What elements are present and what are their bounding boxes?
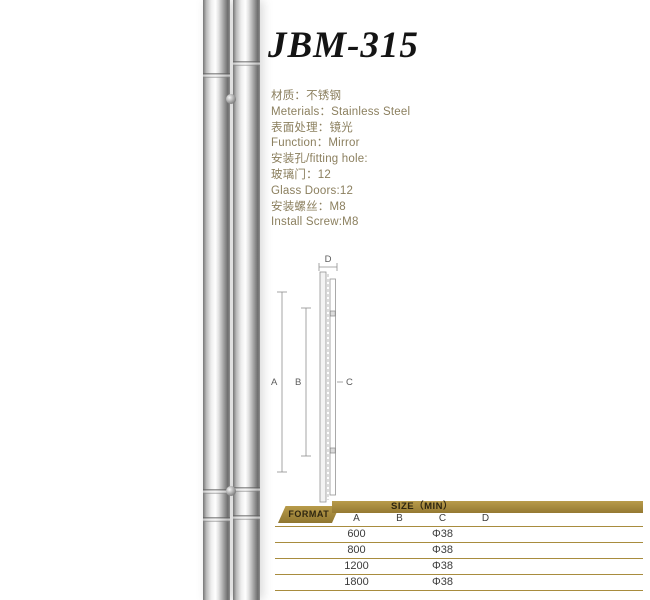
dimension-diagram: D A B C [262,252,372,512]
column-header-a: A [353,513,360,524]
column-header-b: B [396,513,403,524]
size-min-header: SIZE（MIN） [332,501,643,513]
spec-line-glass-en: Glass Doors:12 [271,184,354,197]
cell-length: 800 [347,544,366,556]
column-header-c: C [438,513,447,524]
table-row: 800 Φ38 [275,542,643,558]
spec-line-screw-cn: 安装螺丝：M8 [271,200,346,213]
tube-seam [233,487,260,492]
cell-diameter: Φ38 [431,528,453,540]
spec-line-finish-cn: 表面处理：镜光 [271,121,353,134]
tube-seam [203,73,230,78]
tube-seam [203,517,230,522]
cell-diameter: Φ38 [431,576,453,588]
dimension-drawing-svg: D A B C [271,254,353,503]
table-rule [275,574,643,576]
format-header: FORMAT [278,506,340,523]
dim-label-b: B [295,377,301,388]
cell-length: 1800 [344,576,369,588]
cell-length: 1200 [344,560,369,572]
spec-line-glass-cn: 玻璃门：12 [271,168,331,181]
spec-list: 材质：不锈钢 Meterials：Stainless Steel 表面处理：镜光… [271,89,571,231]
mounting-bolt-icon [226,94,236,104]
column-header-d: D [481,513,490,524]
cell-length: 600 [347,528,366,540]
cell-diameter: Φ38 [431,560,453,572]
dim-label-a: A [271,377,278,388]
table-row: 1200 Φ38 [275,558,643,574]
spec-line-fitting-hole: 安装孔/fitting hole: [271,153,368,166]
tube-seam [233,61,260,66]
spec-line-material-cn: 材质：不锈钢 [271,90,342,102]
cell-diameter: Φ38 [431,544,453,556]
table-row: 1800 Φ38 [275,574,643,590]
dim-label-c: C [346,377,353,388]
tube-seam [233,515,260,520]
handle-tube-right [233,0,260,600]
product-title: JBM-315 [268,25,419,66]
spec-line-screw-en: Install Screw:M8 [271,216,359,229]
dim-label-d: D [325,254,332,265]
table-rule [275,590,643,592]
spec-line-finish-en: Function：Mirror [271,137,360,150]
table-rule [275,526,643,528]
tube-seam [203,489,230,494]
table-row: 600 Φ38 [275,526,643,542]
mounting-bolt-icon [226,486,236,496]
table-rule [275,542,643,544]
handle-photo [203,0,260,600]
table-rule [275,558,643,560]
size-table: FORMAT SIZE（MIN） A B C D 600 Φ38 800 Φ38… [275,500,643,593]
format-header-label: FORMAT [288,509,330,519]
handle-tube-left [203,0,230,600]
size-min-header-label: SIZE（MIN） [390,501,454,512]
spec-line-material-en: Meterials：Stainless Steel [271,105,411,118]
